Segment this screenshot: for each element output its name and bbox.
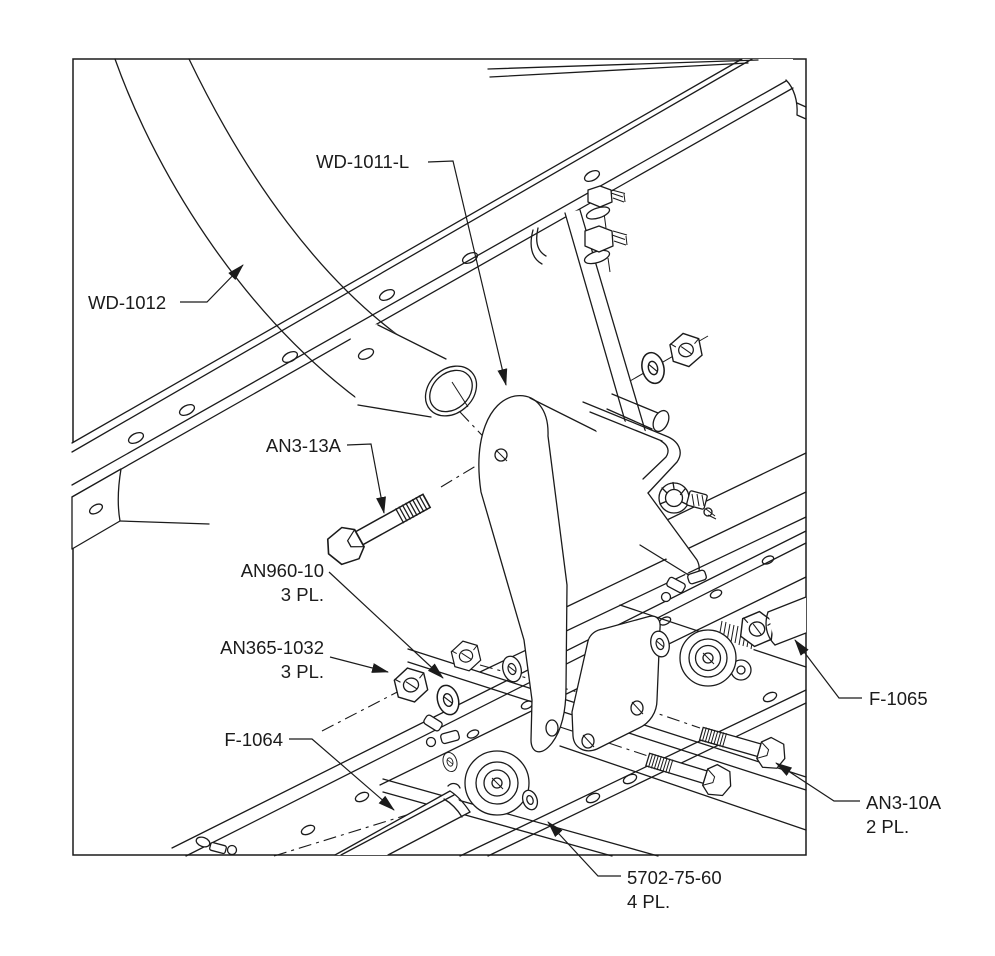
upper-longeron — [71, 58, 807, 550]
wd-1011-weldment — [478, 185, 717, 753]
label-wd-1012: WD-1012 — [88, 292, 166, 313]
brace-top-bolts — [583, 185, 628, 265]
label-an3-10a-qty: 2 PL. — [866, 816, 909, 837]
f-1064-rod-end-bearing — [464, 750, 530, 816]
leader-an3-10a — [775, 762, 860, 802]
leader-wd-1012 — [180, 264, 244, 303]
leader-an960-10 — [328, 571, 444, 679]
label-an3-13a: AN3-13A — [266, 435, 342, 456]
brace-washer-nut — [629, 330, 709, 387]
cross-tube-stub — [606, 393, 670, 433]
flange-hook-right — [785, 79, 807, 120]
leader-f-1064 — [289, 738, 395, 811]
flange-hook-mid — [530, 229, 543, 265]
bushing-cluster-right — [660, 569, 707, 603]
f-1064-pushrod — [334, 782, 471, 856]
drawing-frame — [72, 58, 807, 856]
pushrod-clamp — [449, 790, 471, 813]
longeron-rivet-holes — [127, 169, 601, 445]
brace-edge — [564, 212, 635, 453]
leader-f-1065 — [794, 639, 862, 699]
callout-leaders — [180, 160, 862, 877]
label-an365-1032: AN365-1032 — [220, 637, 324, 658]
callout-labels: WD-1011-L WD-1012 AN3-13A AN960-10 3 PL.… — [88, 151, 942, 912]
label-f-1065: F-1065 — [869, 688, 928, 709]
saddle-strap — [478, 395, 568, 753]
fork-rear-plate — [571, 615, 661, 752]
label-f-1064: F-1064 — [224, 729, 283, 750]
hardware-row — [195, 637, 525, 856]
bushing-cluster-left — [423, 714, 460, 748]
corner-fasteners — [195, 836, 238, 856]
label-an365-1032-qty: 3 PL. — [281, 661, 324, 682]
bushing-5702-at-rod-end — [521, 789, 539, 811]
leader-5702-75-60 — [547, 821, 621, 877]
castle-nut-assembly — [658, 481, 717, 520]
leader-an365-1032 — [329, 656, 389, 673]
crossbar-tube-end — [350, 324, 478, 418]
label-an960-10: AN960-10 — [241, 560, 324, 581]
leader-an3-13a — [346, 443, 386, 514]
label-wd-1011-l: WD-1011-L — [316, 151, 409, 172]
label-an3-10a: AN3-10A — [866, 792, 942, 813]
leader-wd-1011-l — [427, 160, 508, 386]
f-1065-rod-end-bearing — [679, 629, 737, 687]
label-an960-10-qty: 3 PL. — [281, 584, 324, 605]
hinge-gusset — [582, 401, 700, 577]
f-1065-rod-end-group — [647, 569, 807, 687]
wd-1012-curved-tube — [114, 58, 431, 404]
label-5702-75-60-qty: 4 PL. — [627, 891, 670, 912]
label-5702-75-60: 5702-75-60 — [627, 867, 722, 888]
